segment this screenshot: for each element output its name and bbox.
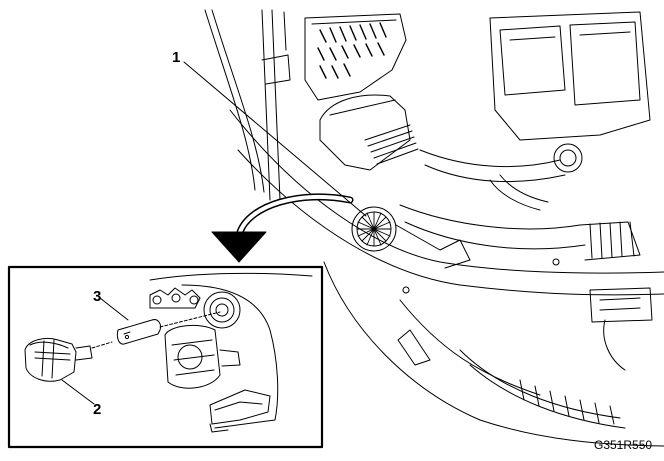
bulb-connector-icon <box>24 337 113 382</box>
callout-leader-3 <box>99 297 129 321</box>
callout-label-3: 3 <box>93 288 102 305</box>
callout-label-1: 1 <box>172 49 181 66</box>
callout-leader-1 <box>183 61 367 217</box>
bulb-socket-icon <box>203 291 241 329</box>
inset-detail-lineart <box>24 272 313 433</box>
bulb-icon <box>116 311 221 345</box>
engine-bay-lineart <box>204 9 664 447</box>
figure-code: G351R550 <box>594 438 653 452</box>
curved-arrow-icon <box>211 193 354 263</box>
callout-leader-2 <box>61 379 95 405</box>
callout-label-2: 2 <box>93 401 102 418</box>
